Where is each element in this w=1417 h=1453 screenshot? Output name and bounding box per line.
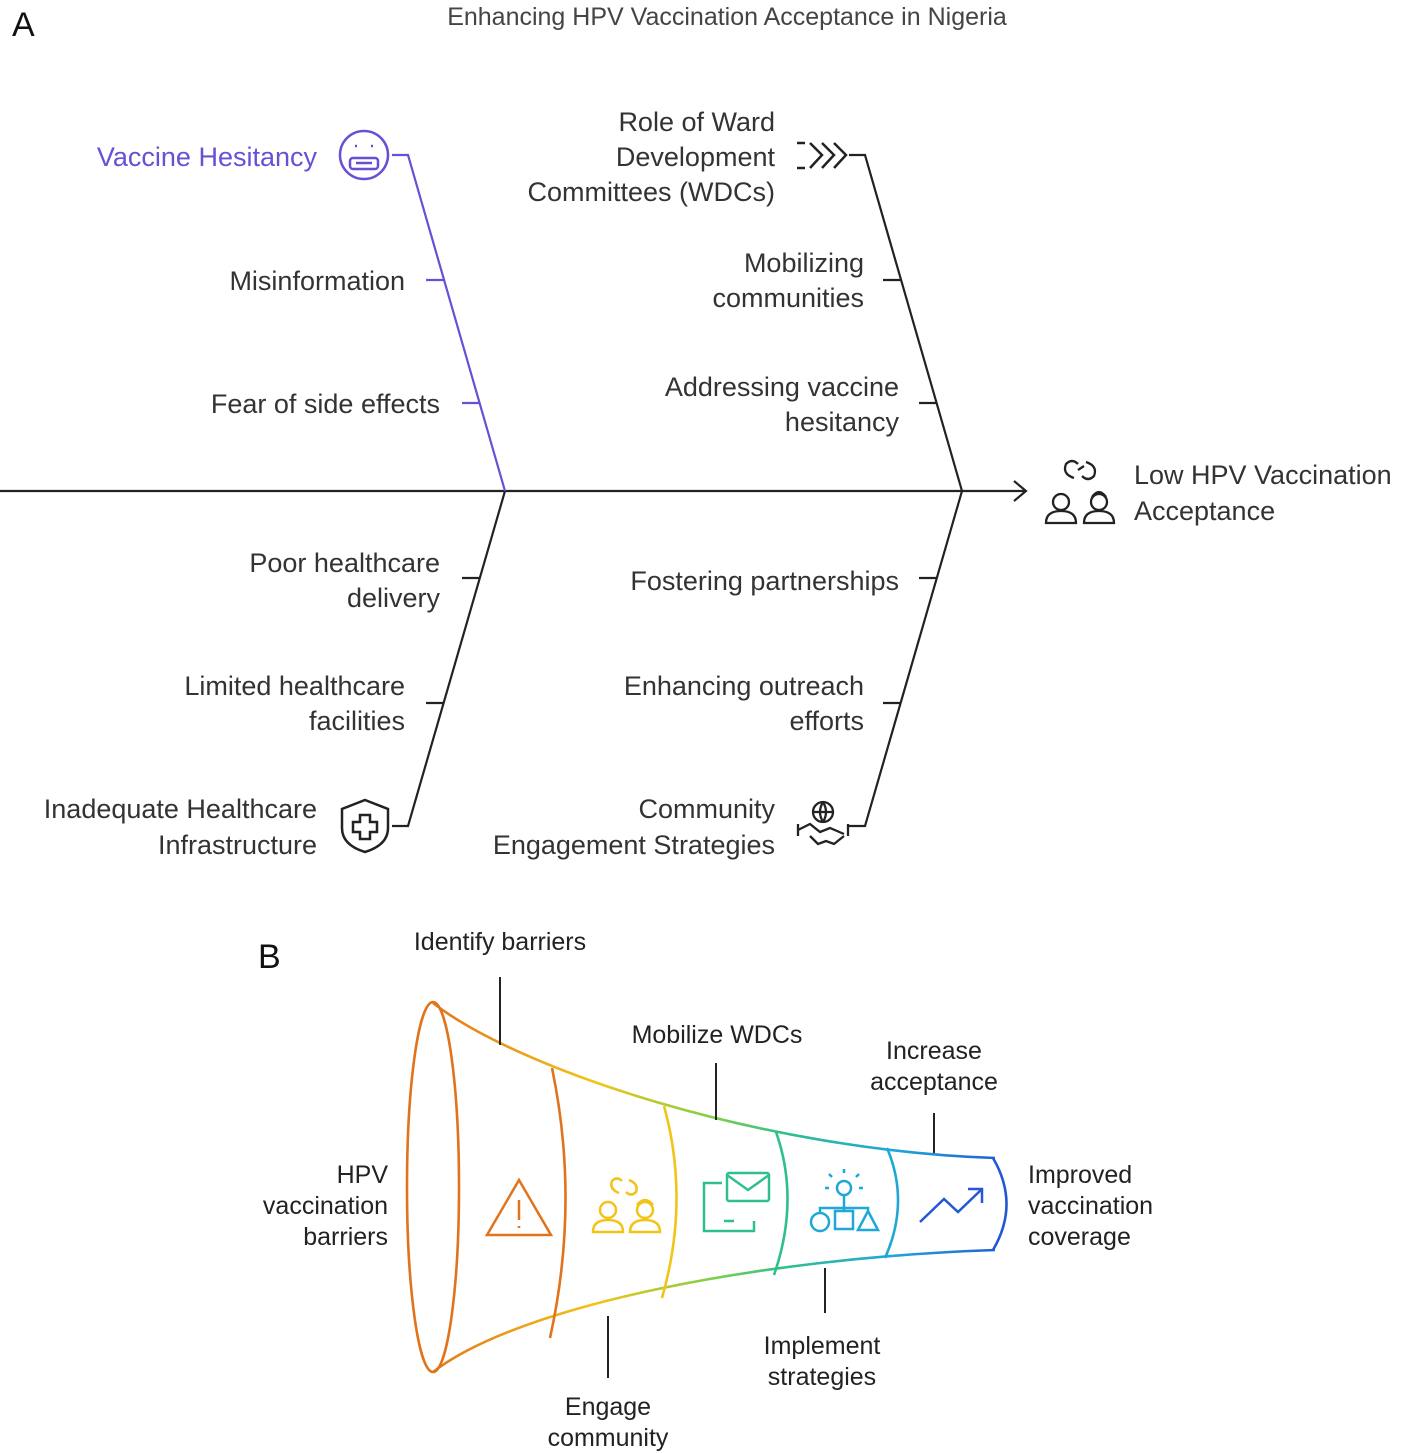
community-people-icon [1044,459,1116,525]
funnel-end-label: coverage [1028,1223,1131,1251]
funnel [405,1000,1008,1374]
handshake-globe-icon [796,800,850,846]
cause-label: facilities [309,706,405,736]
message-screen-icon [702,1171,771,1233]
chevrons-right-icon [797,141,848,170]
cause-label: Fostering partnerships [630,566,899,596]
cause-label: Fear of side effects [211,389,440,419]
cause-label: hesitancy [785,407,900,437]
stage-label: community [548,1424,669,1452]
funnel-start-label: barriers [303,1223,388,1251]
branch-line [392,490,507,828]
branch-role-of-wdcs: Role of Ward Development Committees (WDC… [528,107,964,492]
category-label: Community [638,794,775,824]
cause-label: Addressing vaccine [665,372,899,402]
funnel-start-label: HPV [337,1161,389,1189]
segment-divider [772,1131,789,1276]
funnel-end-label: vaccination [1028,1192,1153,1220]
warning-icon [484,1177,554,1237]
cause-label: Mobilizing [744,248,864,278]
shield-cross-icon [340,798,390,854]
community-people-icon [591,1177,662,1234]
funnel-bottom-edge [432,1248,996,1374]
panel-a-letter: A [12,6,35,44]
cause-label: Misinformation [229,266,405,296]
category-label: Engagement Strategies [493,830,775,860]
branch-community-engagement: Fostering partnerships Enhancing outreac… [493,490,964,860]
stage-label: Engage [565,1393,651,1421]
cause-label: delivery [347,583,441,613]
effect-label: Low HPV Vaccination [1134,460,1392,490]
stage-label: Mobilize WDCs [632,1021,803,1049]
cause-label: efforts [789,706,864,736]
category-label: Infrastructure [158,830,317,860]
strategy-shapes-icon [809,1169,881,1233]
branch-vaccine-hesitancy: Vaccine Hesitancy Misinformation Fear of… [97,129,507,492]
branch-line [392,153,507,492]
spine-arrowhead [1013,480,1028,502]
branch-line [849,153,964,492]
panel-b-letter: B [258,938,281,976]
cause-label: Poor healthcare [249,548,440,578]
stage-label: strategies [768,1363,876,1391]
segment-divider [660,1105,678,1299]
panel-a: A Enhancing HPV Vaccination Acceptance i… [0,3,1392,860]
branch-healthcare-infrastructure: Poor healthcare delivery Limited healthc… [44,490,507,860]
category-label: Role of Ward [618,107,775,137]
cause-label: Limited healthcare [184,671,405,701]
cause-label: communities [712,283,864,313]
hesitant-face-icon [338,129,390,181]
funnel-start-label: vaccination [263,1192,388,1220]
funnel-outlet [991,1157,1008,1251]
stage-label: Identify barriers [414,928,586,956]
cause-label: Enhancing outreach [624,671,864,701]
segment-divider [548,1067,567,1339]
category-label: Committees (WDCs) [528,177,776,207]
category-label: Vaccine Hesitancy [97,142,318,172]
panel-b: B Identify barriers Engage community Mob… [258,928,1153,1452]
effect-node: Low HPV Vaccination Acceptance [1044,459,1392,526]
effect-label: Acceptance [1134,496,1275,526]
trend-up-icon [919,1187,984,1223]
funnel-top-edge [432,1001,996,1160]
branch-line [849,490,964,828]
stage-label: Implement [764,1332,881,1360]
diagram-title: Enhancing HPV Vaccination Acceptance in … [447,3,1007,31]
category-label: Inadequate Healthcare [44,794,317,824]
funnel-mouth [405,1000,461,1374]
category-label: Development [616,142,776,172]
funnel-end-label: Improved [1028,1161,1132,1189]
stage-label: acceptance [870,1068,998,1096]
stage-label: Increase [886,1037,982,1065]
segment-divider [883,1147,900,1259]
